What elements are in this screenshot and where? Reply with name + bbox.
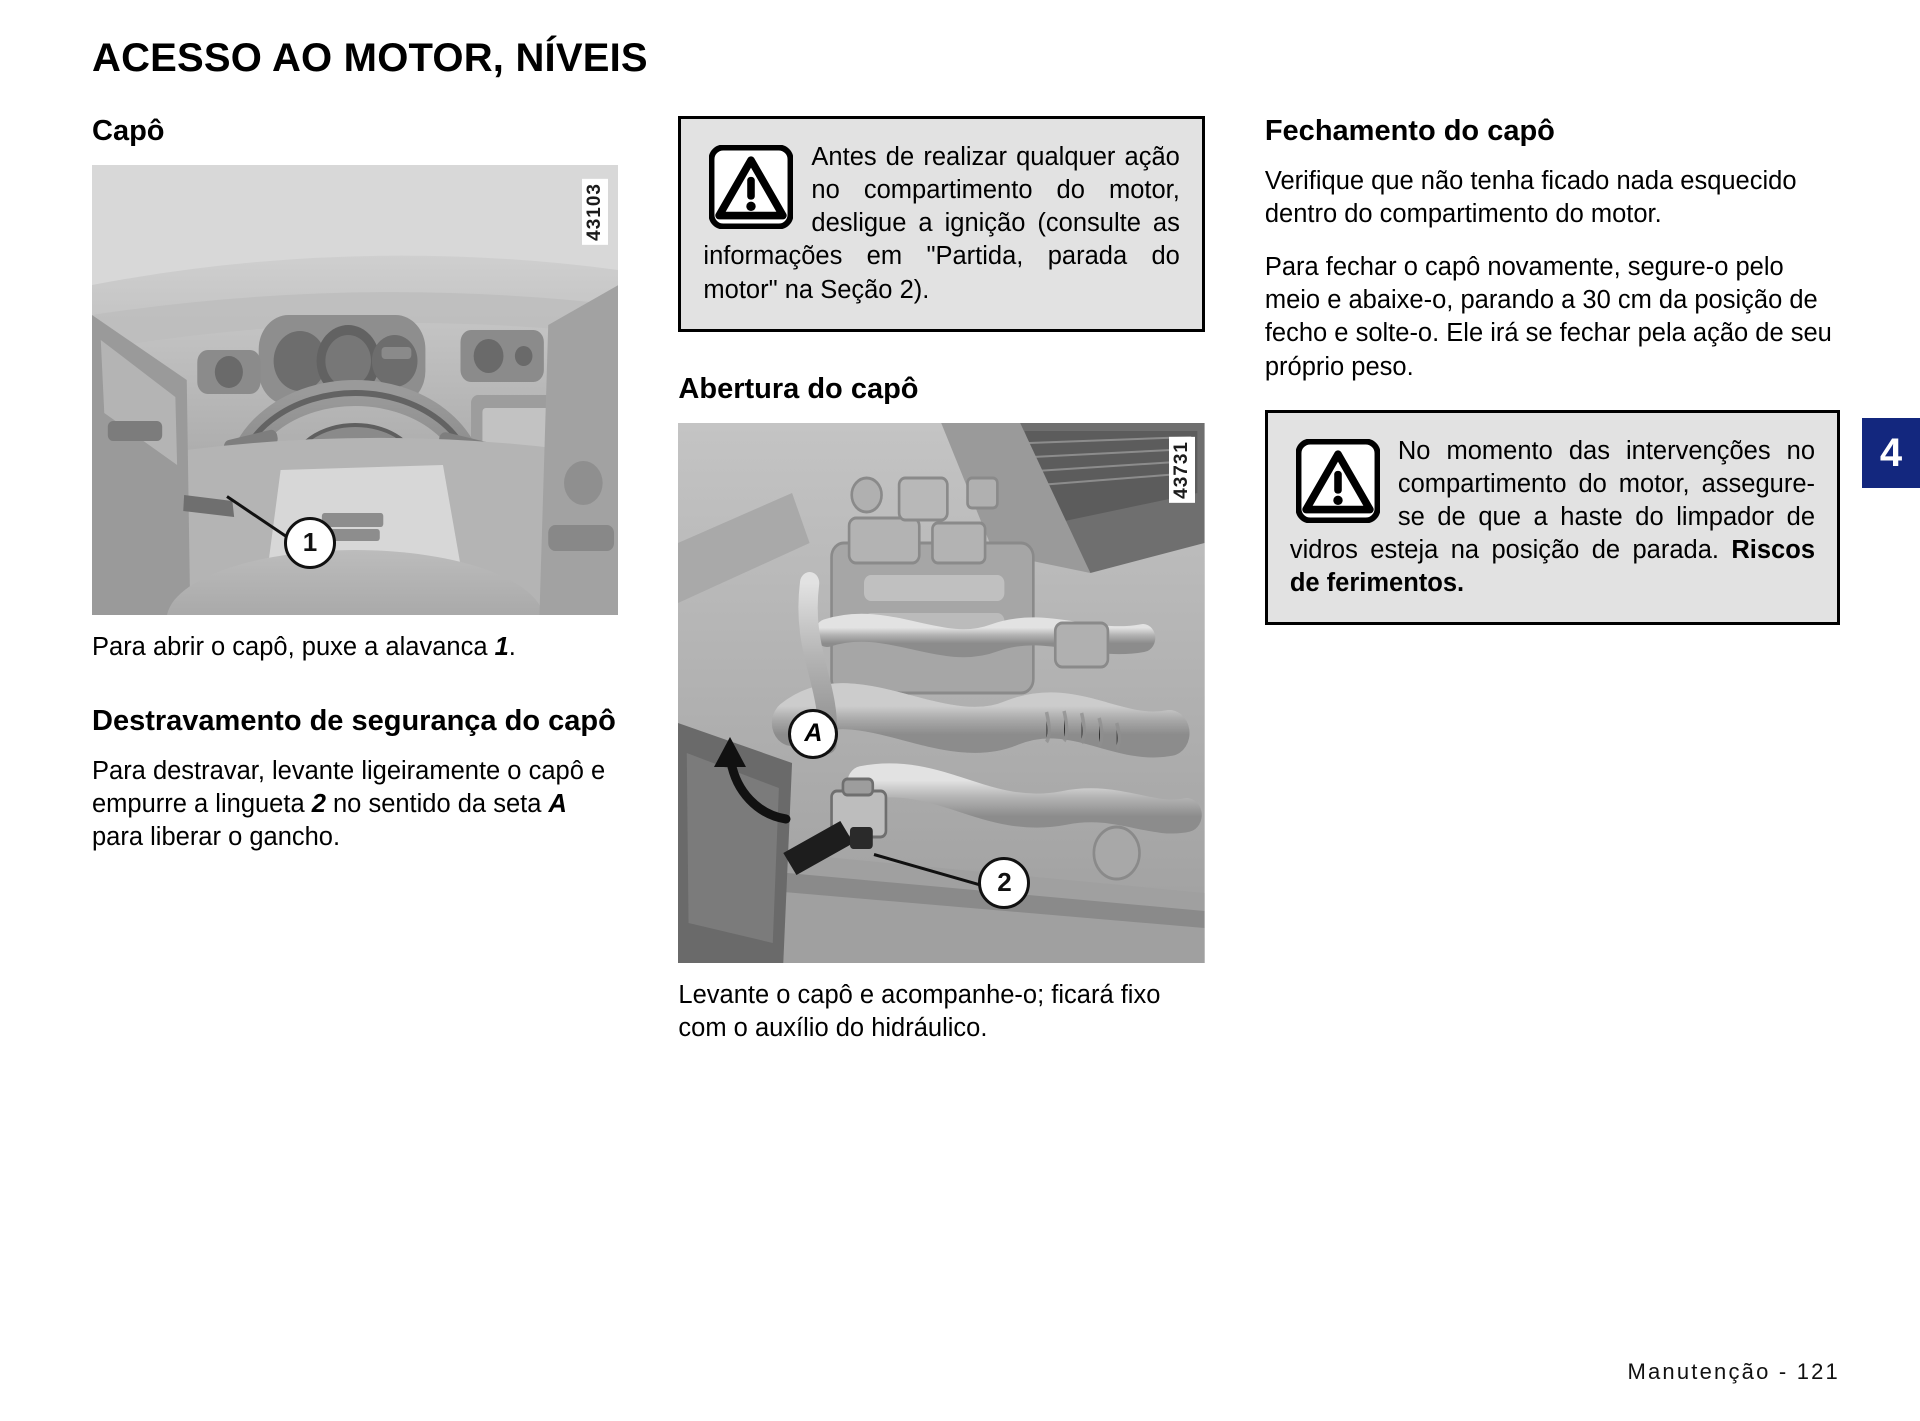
heading-destravamento: Destravamento de segurança do capô	[92, 704, 616, 737]
callout-2: 2	[978, 856, 1031, 909]
column-right: Fechamento do capô Verifique que não ten…	[1264, 114, 1850, 626]
dashboard-illustration	[92, 164, 619, 615]
figure-engine-bay: A 2 43731	[678, 422, 1205, 963]
content-columns: Capô	[92, 114, 1850, 1045]
warning-1-text: Antes de realizar qualquer ação no compa…	[703, 143, 1180, 304]
caption-abertura: Levante o capô e acompanhe-o; ficará fix…	[678, 980, 1161, 1042]
page-footer: Manutenção - 121	[1627, 1359, 1840, 1384]
column-middle: Antes de realizar qualquer ação no compa…	[678, 114, 1264, 1045]
heading-fechamento: Fechamento do capô	[1264, 115, 1555, 147]
figure-dashboard: 1 43103	[92, 164, 619, 615]
warning-triangle-icon	[709, 145, 794, 229]
engine-illustration	[678, 422, 1205, 963]
callout-1: 1	[284, 516, 336, 569]
heading-abertura: Abertura do capô	[678, 372, 919, 405]
paragraph-destravamento: Para destravar, levante ligeiramente o c…	[92, 756, 606, 852]
ref-a: A	[548, 789, 567, 818]
warning-box-ignition: Antes de realizar qualquer ação no compa…	[678, 116, 1205, 332]
ref-1: 1	[494, 632, 509, 661]
column-left: Capô	[92, 114, 678, 854]
chapter-tab: 4	[1862, 418, 1920, 488]
paragraph-fechamento-2: Para fechar o capô novamente, segure-o p…	[1264, 253, 1832, 381]
page-title: ACESSO AO MOTOR, NÍVEIS	[92, 36, 648, 80]
figure-code-43731: 43731	[1168, 436, 1195, 503]
label-arrow-a: A	[788, 708, 839, 759]
caption-open-hood: Para abrir o capô, puxe a alavanca 1.	[92, 632, 516, 661]
warning-box-wiper: No momento das intervenções no compartim…	[1264, 409, 1840, 626]
warning-2-bold: Riscos de ferimentos.	[1289, 536, 1815, 598]
warning-2-text: No momento das intervenções no compartim…	[1289, 436, 1815, 598]
figure-code-43103: 43103	[582, 178, 609, 245]
warning-triangle-icon	[1295, 438, 1380, 523]
heading-capo: Capô	[92, 115, 165, 147]
paragraph-fechamento-1: Verifique que não tenha ficado nada esqu…	[1264, 166, 1797, 228]
ref-2: 2	[311, 789, 326, 818]
direction-arrow-a	[714, 736, 791, 823]
